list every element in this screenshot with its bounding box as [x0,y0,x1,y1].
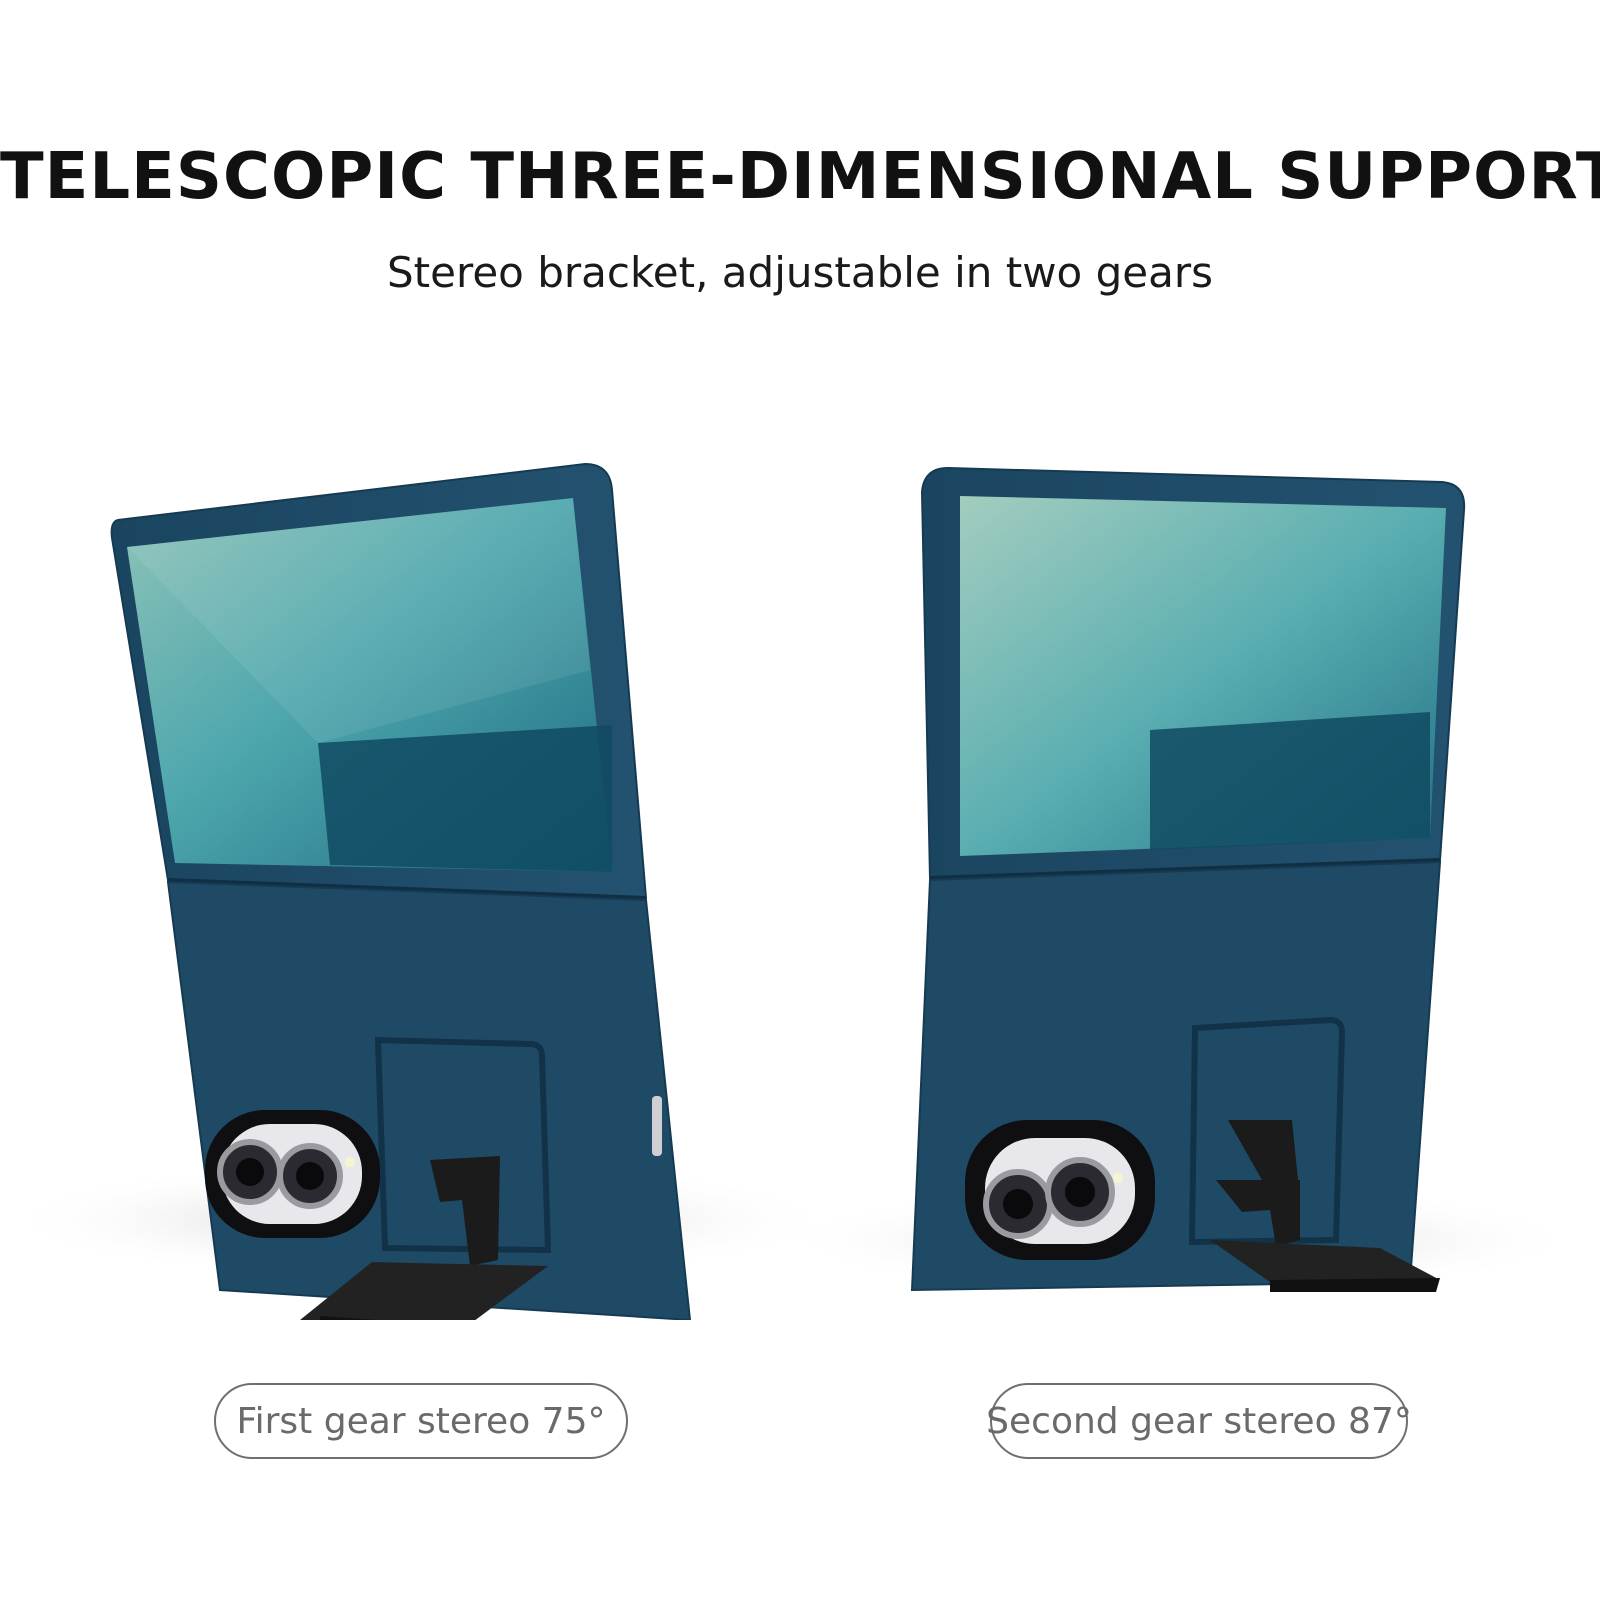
camera-right [965,1120,1155,1260]
case-bottom-left [166,880,692,1320]
screen-light-left [127,498,590,743]
hinge-left [167,878,647,900]
stand-frame-left [374,1036,552,1254]
kickstand-left [300,1156,548,1320]
screen-shape-left [318,725,612,872]
stand-frame-right [1188,1016,1346,1246]
product-scene [0,462,1580,1320]
phone-right [780,466,1580,1295]
kickstand-right [1210,1120,1440,1292]
side-port-left [652,1096,662,1156]
page-title: TELESCOPIC THREE-DIMENSIONAL SUPPORT [0,140,1600,214]
camera-left [205,1110,380,1238]
phone-left [0,462,840,1320]
caption-first-gear: First gear stereo 75° [214,1383,628,1459]
screen-shape-right [1150,712,1430,850]
hinge-right [929,858,1441,880]
caption-second-gear: Second gear stereo 87° [986,1383,1412,1459]
page-subtitle: Stereo bracket, adjustable in two gears [387,248,1213,297]
